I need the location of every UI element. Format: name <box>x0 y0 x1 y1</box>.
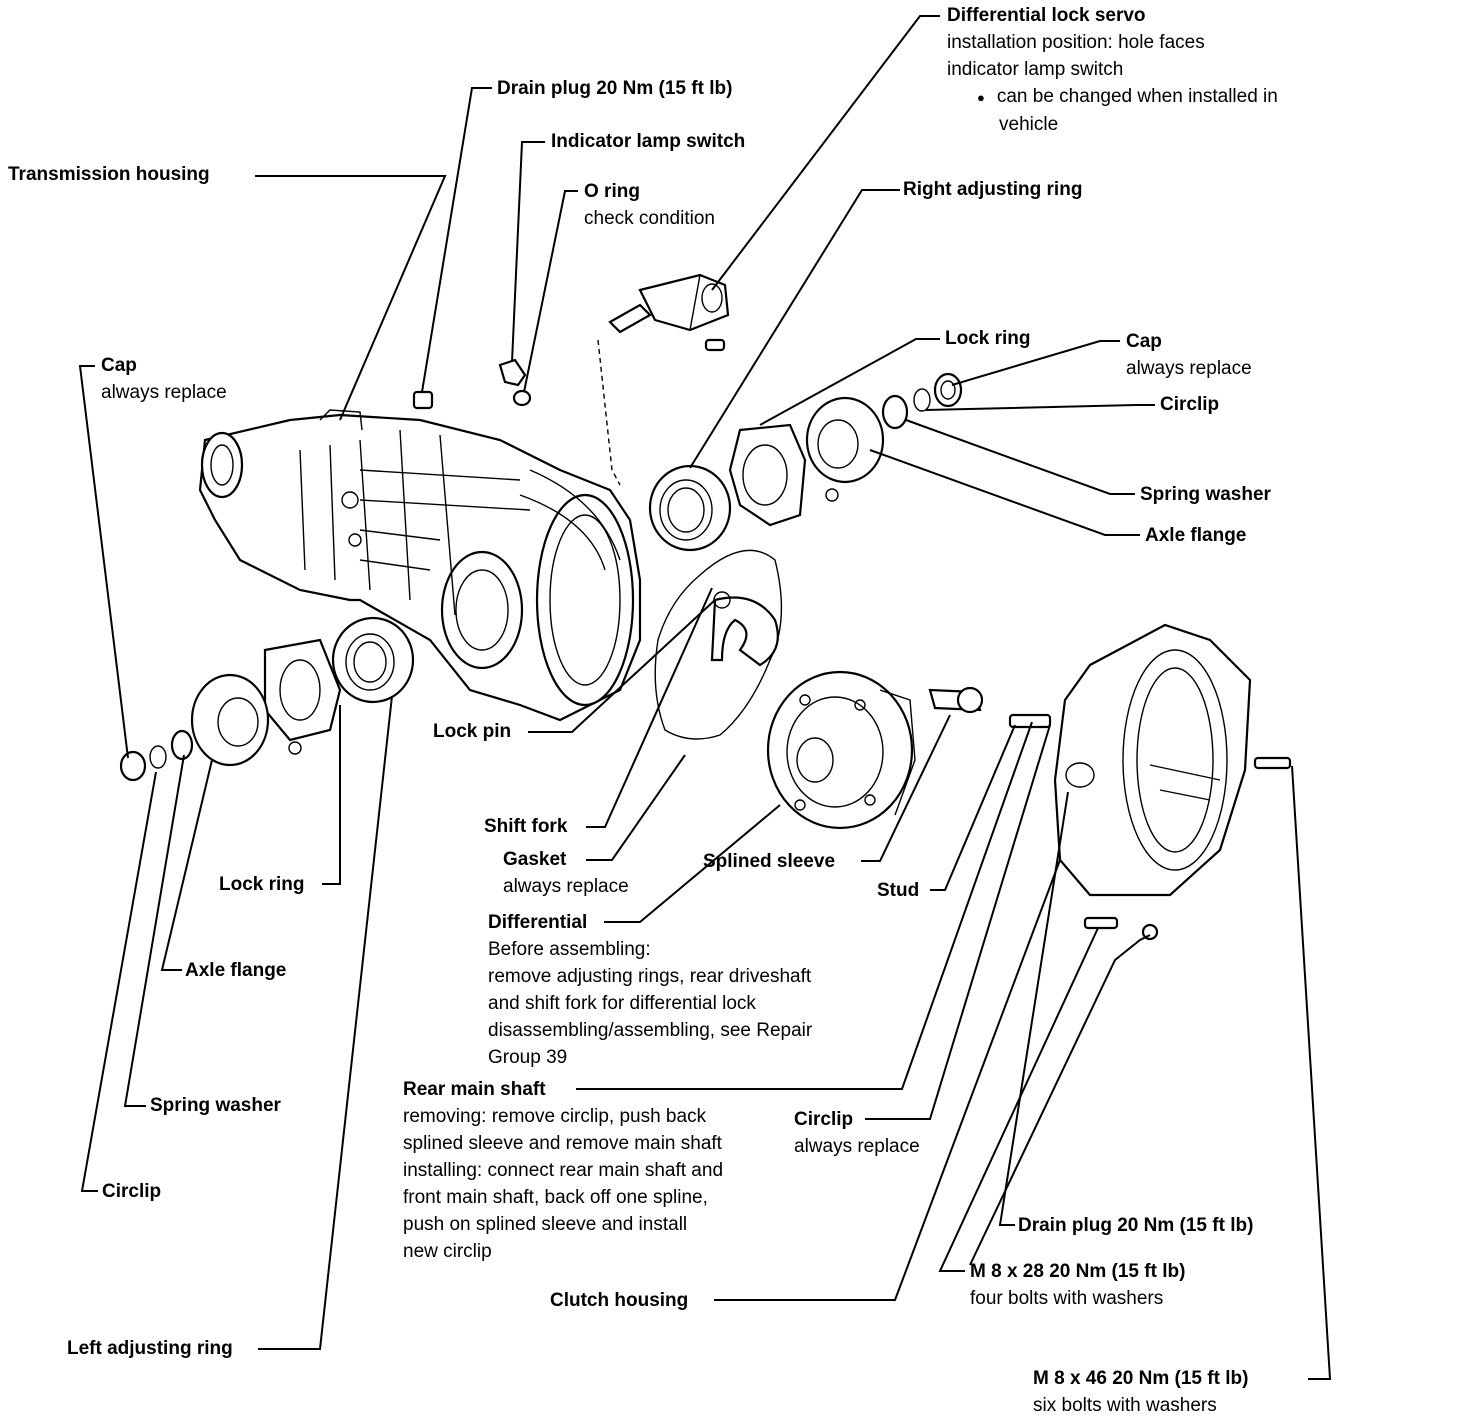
label-m8x28: M 8 x 28 20 Nm (15 ft lb) four bolts wit… <box>970 1258 1185 1312</box>
label-stud: Stud <box>877 877 919 904</box>
label-title: Splined sleeve <box>703 851 836 872</box>
label-shift-fork: Shift fork <box>484 813 567 840</box>
differential-lock-servo-part <box>597 273 730 486</box>
label-title: Shift fork <box>484 816 568 837</box>
label-line: Before assembling: <box>488 939 651 960</box>
label-title: Drain plug 20 Nm (15 ft lb) <box>1018 1215 1254 1236</box>
label-line: remove adjusting rings, rear driveshaft <box>488 966 812 987</box>
label-line: installing: connect rear main shaft and <box>403 1160 724 1181</box>
left-lock-ring-part <box>263 638 342 742</box>
label-title: Indicator lamp switch <box>551 131 746 152</box>
label-title: Cap <box>1126 331 1162 352</box>
label-title: Spring washer <box>1140 484 1271 505</box>
label-title: Differential <box>488 912 588 933</box>
label-title: Cap <box>101 355 137 376</box>
label-circlip-left: Circlip <box>102 1178 161 1205</box>
splined-sleeve-part <box>928 686 984 714</box>
label-line: Group 39 <box>488 1047 568 1068</box>
label-title: Differential lock servo <box>947 5 1146 26</box>
label-title: M 8 x 28 20 Nm (15 ft lb) <box>970 1261 1186 1282</box>
label-differential-lock-servo: Differential lock servo installation pos… <box>947 2 1278 138</box>
label-cap-right: Cap always replace <box>1126 328 1252 382</box>
label-sub: always replace <box>794 1136 920 1157</box>
label-title: Lock ring <box>219 874 305 895</box>
label-title: Axle flange <box>185 960 287 981</box>
label-title: Left adjusting ring <box>67 1338 233 1359</box>
indicator-lamp-switch-part <box>498 358 532 407</box>
label-lock-ring-right: Lock ring <box>945 325 1031 352</box>
label-transmission-housing: Transmission housing <box>8 161 210 188</box>
label-differential: Differential Before assembling: remove a… <box>488 909 812 1071</box>
label-cap-left: Cap always replace <box>101 352 227 406</box>
label-title: Gasket <box>503 849 567 870</box>
label-splined-sleeve: Splined sleeve <box>703 848 835 875</box>
transmission-housing-part <box>198 409 642 722</box>
label-right-adjusting-ring: Right adjusting ring <box>903 176 1082 203</box>
label-sub: four bolts with washers <box>970 1288 1164 1309</box>
label-title: Clutch housing <box>550 1290 689 1311</box>
label-spring-washer-right: Spring washer <box>1140 481 1271 508</box>
clutch-housing-part <box>1053 623 1292 941</box>
label-lock-pin: Lock pin <box>433 718 511 745</box>
label-title: Lock pin <box>433 721 512 742</box>
label-title: M 8 x 46 20 Nm (15 ft lb) <box>1033 1368 1249 1389</box>
label-bullet-cont: vehicle <box>999 114 1059 135</box>
label-clutch-housing: Clutch housing <box>550 1287 688 1314</box>
label-circlip-mid: Circlip always replace <box>794 1106 920 1160</box>
label-title: Rear main shaft <box>403 1079 546 1100</box>
label-spring-washer-left: Spring washer <box>150 1092 281 1119</box>
label-axle-flange-right: Axle flange <box>1145 522 1246 549</box>
label-sub: always replace <box>101 382 227 403</box>
label-gasket: Gasket always replace <box>503 846 629 900</box>
leader-lines <box>78 15 1332 1380</box>
label-title: Lock ring <box>945 328 1031 349</box>
shift-fork-part <box>710 591 779 667</box>
label-title: Circlip <box>794 1109 854 1130</box>
label-title: Right adjusting ring <box>903 179 1083 200</box>
label-line: disassembling/assembling, see Repair <box>488 1020 813 1041</box>
label-sub: always replace <box>1126 358 1252 379</box>
label-title: Drain plug 20 Nm (15 ft lb) <box>497 78 733 99</box>
label-rear-main-shaft: Rear main shaft removing: remove circlip… <box>403 1076 723 1265</box>
label-drain-plug-top: Drain plug 20 Nm (15 ft lb) <box>497 75 732 102</box>
differential-part <box>766 670 916 830</box>
label-circlip-right: Circlip <box>1160 391 1219 418</box>
label-o-ring: O ring check condition <box>584 178 715 232</box>
gasket-part <box>654 549 783 740</box>
label-line: removing: remove circlip, push back <box>403 1106 707 1127</box>
label-title: Spring washer <box>150 1095 281 1116</box>
right-axle-flange-part <box>805 396 885 502</box>
drain-plug-top-part <box>412 390 434 410</box>
label-title: Circlip <box>1160 394 1220 415</box>
label-bullet: can be changed when installed in <box>947 83 1278 111</box>
label-title: Circlip <box>102 1181 162 1202</box>
label-drain-plug-bottom: Drain plug 20 Nm (15 ft lb) <box>1018 1212 1253 1239</box>
label-title: Transmission housing <box>8 164 210 185</box>
label-line: new circlip <box>403 1241 492 1262</box>
label-lock-ring-left: Lock ring <box>219 871 305 898</box>
right-adjusting-ring-part <box>648 464 732 552</box>
label-line: push on splined sleeve and install <box>403 1214 688 1235</box>
label-left-adjusting-ring: Left adjusting ring <box>67 1335 233 1362</box>
right-washer-circlip-cap-part <box>881 372 963 430</box>
label-sub: always replace <box>503 876 629 897</box>
label-title: O ring <box>584 181 640 202</box>
left-adjusting-ring-part <box>331 616 415 704</box>
label-m8x46: M 8 x 46 20 Nm (15 ft lb) six bolts with… <box>1033 1365 1248 1419</box>
right-lock-ring-part <box>728 423 807 527</box>
label-line: splined sleeve and remove main shaft <box>403 1133 722 1154</box>
label-line: and shift fork for differential lock <box>488 993 756 1014</box>
label-title: Axle flange <box>1145 525 1247 546</box>
label-line: front main shaft, back off one spline, <box>403 1187 708 1208</box>
label-sub: six bolts with washers <box>1033 1395 1217 1416</box>
label-title: Stud <box>877 880 920 901</box>
label-line: indicator lamp switch <box>947 59 1124 80</box>
label-indicator-lamp-switch: Indicator lamp switch <box>551 128 745 155</box>
label-axle-flange-left: Axle flange <box>185 957 286 984</box>
left-washer-circlip-cap-part <box>119 729 194 782</box>
label-line: installation position: hole faces <box>947 32 1205 53</box>
label-sub: check condition <box>584 208 715 229</box>
left-axle-flange-part <box>190 673 302 767</box>
